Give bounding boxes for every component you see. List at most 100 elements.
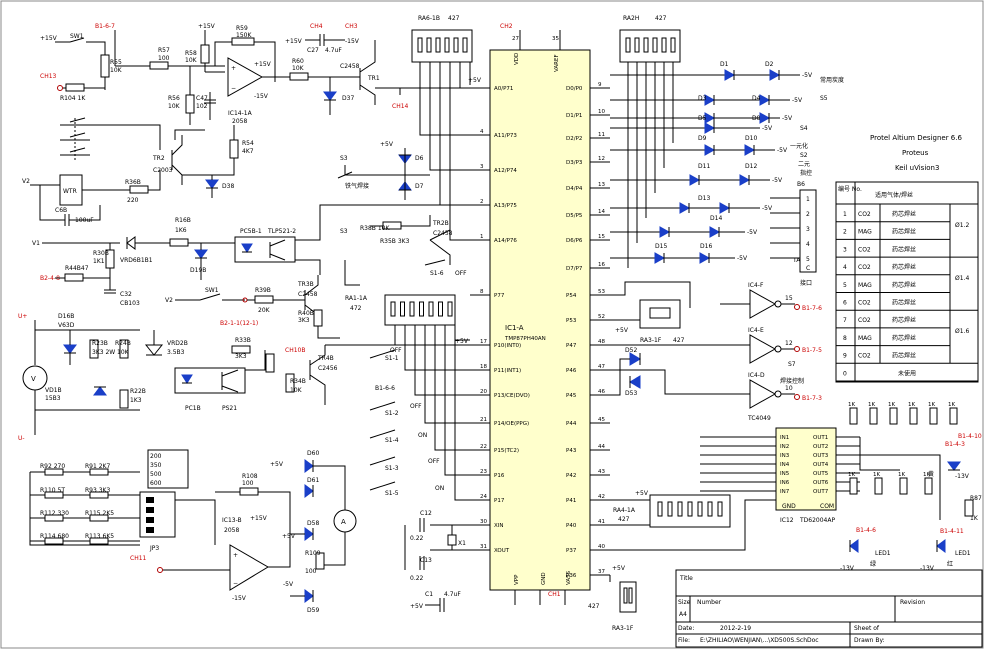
- b248-label: B2-4-8: [40, 275, 60, 282]
- r59-value: 150K: [236, 32, 252, 39]
- ic12-out-pin: OUT6: [813, 480, 829, 486]
- r40b-label: R40B: [298, 310, 314, 317]
- s13-off: OFF: [428, 458, 440, 465]
- ch10b-label: CH10B: [285, 347, 305, 354]
- diode-icon: [739, 174, 751, 186]
- s5-label: S5: [820, 95, 828, 102]
- s2-label: S2: [800, 152, 808, 159]
- mcu-right-pin-num: 52: [598, 314, 605, 320]
- table-cell-wire: 药芯焊丝: [892, 352, 916, 360]
- ic14-vcc: +15V: [254, 61, 272, 68]
- ic13-part: 2058: [224, 527, 239, 534]
- tr2-part: C2003: [153, 167, 173, 174]
- x1-label: X1: [458, 540, 466, 547]
- r44b-label: R44B47: [65, 265, 89, 272]
- mcu-right-pin-name: D1/P1: [566, 113, 582, 119]
- r24b-label: R24B: [115, 340, 131, 347]
- ic14-vee: -15V: [254, 93, 269, 100]
- ra11a-label: RA1-1A: [345, 295, 368, 302]
- r55-body: [100, 54, 110, 78]
- ic12-in-pin: IN6: [780, 480, 790, 486]
- mcu-left-pin-num: 24: [480, 494, 487, 500]
- diode-icon: [704, 112, 716, 124]
- r39b-label: R39B: [255, 287, 271, 294]
- table-cell-gas: CO2: [858, 264, 871, 271]
- jp-val-1: 350: [150, 462, 162, 469]
- r40b-value: 3K3: [298, 317, 310, 324]
- table-cell-wire: 药芯焊丝: [892, 281, 916, 289]
- led-resistor: [869, 407, 878, 425]
- tr3b-section: V2 SW1 R39B 20K B2-1-1(12-1) TR3B C2458 …: [165, 228, 368, 339]
- mcu-right-pin-name: P54: [566, 293, 577, 299]
- ra61b-wires: +5V: [419, 62, 490, 241]
- title-block-frame: [675, 569, 983, 648]
- diode-row-supply: -5V: [802, 72, 813, 79]
- array-resistor: [643, 37, 649, 53]
- jp-val-0: 200: [150, 453, 162, 460]
- table-cell-wire: 药芯焊丝: [892, 299, 916, 307]
- mcu-left-pin-name: P16: [494, 473, 505, 479]
- resistor-array-ra2h: RA2H 427: [619, 15, 681, 63]
- ic12-in-pin: IN1: [780, 435, 789, 441]
- mcu-right-pin-num: 13: [598, 182, 605, 188]
- s3-text: 铁气焊接: [345, 182, 369, 190]
- tr4b-label: TR4B: [317, 355, 334, 362]
- diode-icon: [759, 112, 771, 124]
- opamp-ic13: [229, 544, 269, 591]
- current-setting-section: R92 270 R91 2K7 R110 5T R93 3K3 R112 330…: [29, 449, 357, 614]
- mcu-left-pin-name: A14/P76: [494, 238, 517, 244]
- ra61b-value: 427: [448, 15, 460, 22]
- ic13-vcc: +15V: [250, 515, 268, 522]
- diode-icon: [719, 202, 731, 214]
- voltage-sense-section: U+ U- V D16B V63D R23B 3K3 2W R24B 10K V…: [18, 313, 490, 442]
- title-block-title: Title: [679, 575, 693, 582]
- led-resistor-label: 1K: [873, 472, 880, 478]
- r39b-value: 20K: [258, 307, 271, 314]
- d60-supply: +5V: [270, 461, 284, 468]
- d13-label: D13: [698, 195, 710, 202]
- pc1b-part: PS21: [222, 405, 237, 412]
- vd1b-value: 15B3: [45, 395, 61, 402]
- mcu-right-pin-num: 15: [598, 234, 605, 240]
- mcu-pin-vpp: VPP: [514, 574, 520, 585]
- mcu-right-pin-name: P53: [566, 318, 577, 324]
- title-block-size: Size: [678, 599, 691, 606]
- table-cell-no: 7: [843, 317, 847, 324]
- vd1b-label: VD1B: [45, 387, 62, 394]
- ic12-out-pin: OUT5: [813, 471, 829, 477]
- d6-supply: +5V: [380, 141, 394, 148]
- r110-label: R110 5T: [40, 487, 65, 494]
- array-resistor: [717, 501, 723, 517]
- d59-supply: -5V: [283, 581, 294, 588]
- d16-label: D16: [700, 243, 712, 250]
- s15-on: ON: [435, 485, 444, 492]
- d5-label: D5: [698, 115, 707, 122]
- r16b-value: 1K6: [175, 227, 187, 234]
- array-resistor: [409, 301, 415, 317]
- input-amp-section: +15V SW1 R55 10K B1-6-7 CH13 R104 1K R57…: [40, 23, 490, 125]
- array-resistor: [687, 501, 693, 517]
- mcu-right-pin-num: 45: [598, 417, 605, 423]
- d7-label: D7: [415, 183, 424, 190]
- d19b-label: D19B: [190, 267, 206, 274]
- array-resistor: [435, 37, 441, 53]
- table-cell-gas: CO2: [858, 300, 871, 307]
- tr2b-label: TR2B: [432, 220, 449, 227]
- ra31f-value: 427: [673, 337, 685, 344]
- b143-label: B1-4-3: [945, 441, 965, 448]
- r87-value: 1K: [970, 515, 979, 522]
- d6-label: D6: [415, 155, 424, 162]
- s15-label: S1-5: [385, 490, 399, 497]
- diode-row-supply: -5V: [772, 177, 783, 184]
- table-cell-wire: 药芯焊丝: [892, 263, 916, 271]
- diode-row-supply: -5V: [762, 205, 773, 212]
- mcu-left-pin-name: P13/CE(DVO): [494, 393, 530, 399]
- mcu-right-pin-name: P46: [566, 368, 577, 374]
- mcu-left-pin-name: A12/P74: [494, 168, 517, 174]
- title-block-file: File:: [678, 637, 690, 644]
- array-resistor: [444, 37, 450, 53]
- resistor-array-ra41a: RA4-1A 427 +5V: [613, 490, 731, 528]
- ra11a-value: 472: [350, 305, 362, 312]
- mcu-right-pin-name: D6/P6: [566, 238, 583, 244]
- voltmeter-label: V: [31, 375, 36, 383]
